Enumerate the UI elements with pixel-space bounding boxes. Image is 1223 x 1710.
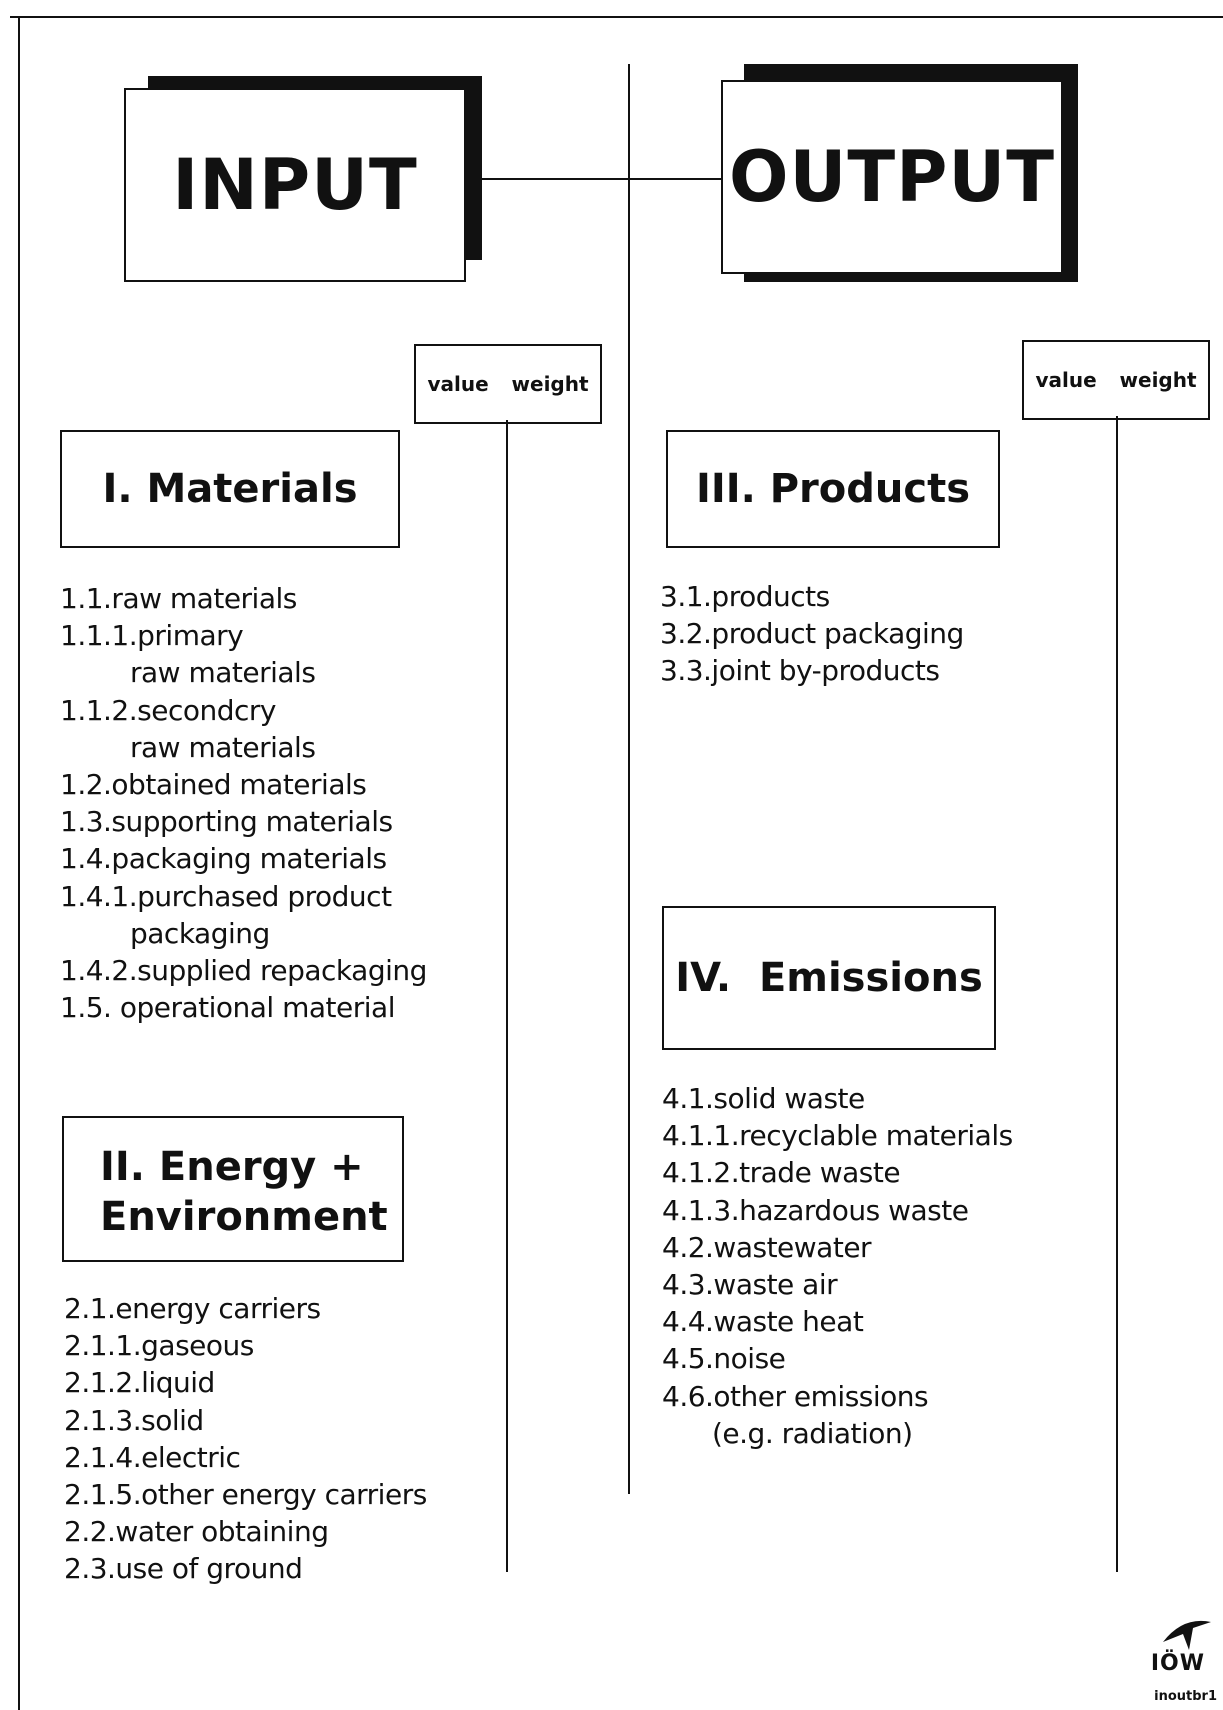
iow-logo-icon: [1163, 1620, 1211, 1650]
list-item: 2.1.2.liquid: [64, 1366, 215, 1400]
right-value-weight-header: value weight: [1022, 340, 1210, 420]
list-item: 2.1.5.other energy carriers: [64, 1478, 427, 1512]
list-item: 3.1.products: [660, 580, 830, 613]
list-item: 4.3.waste air: [662, 1268, 838, 1302]
energy-title-line2: Environment: [100, 1194, 388, 1240]
list-item: 1.1.2.secondcry: [60, 693, 276, 727]
emissions-title: IV. Emissions: [675, 955, 983, 1001]
energy-title-line1: II. Energy +: [100, 1144, 364, 1190]
output-label: OUTPUT: [729, 136, 1055, 218]
materials-list: 1.1.raw materials 1.1.1.primary raw mate…: [60, 580, 490, 1026]
list-item: 1.5. operational material: [60, 991, 395, 1025]
input-label: INPUT: [172, 144, 418, 226]
list-item: 4.1.2.trade waste: [662, 1156, 901, 1190]
energy-section-box: II. Energy + Environment: [62, 1116, 404, 1262]
left-value-weight-header: value weight: [414, 344, 602, 424]
center-divider: [628, 64, 630, 1494]
left-weight-label: weight: [511, 372, 589, 396]
products-list: 3.1.products 3.2.product packaging 3.3.j…: [660, 578, 1100, 690]
right-value-weight-line: [1116, 416, 1118, 1572]
list-item: 1.4.1.purchased product: [60, 879, 392, 913]
list-item: 4.1.1.recyclable materials: [662, 1119, 1013, 1153]
list-item: packaging: [130, 916, 270, 950]
input-box: INPUT: [124, 88, 466, 282]
emissions-list: 4.1.solid waste 4.1.1.recyclable materia…: [662, 1080, 1102, 1452]
left-value-label: value: [427, 372, 489, 396]
list-item: 1.2.obtained materials: [60, 768, 367, 802]
list-item: (e.g. radiation): [712, 1416, 913, 1450]
logo-text: IÖW: [1150, 1651, 1205, 1676]
list-item: 4.1.3.hazardous waste: [662, 1193, 969, 1227]
emissions-section-box: IV. Emissions: [662, 906, 996, 1050]
list-item: 4.1.solid waste: [662, 1082, 865, 1115]
list-item: 4.4.waste heat: [662, 1305, 864, 1339]
list-item: 4.5.noise: [662, 1342, 786, 1376]
right-weight-label: weight: [1119, 368, 1197, 392]
list-item: 4.6.other emissions: [662, 1379, 929, 1413]
output-box: OUTPUT: [721, 80, 1063, 274]
list-item: 2.1.4.electric: [64, 1440, 241, 1474]
list-item: 1.1.1.primary: [60, 619, 244, 653]
list-item: 2.1.energy carriers: [64, 1292, 321, 1325]
products-title: III. Products: [695, 466, 971, 512]
materials-section-box: I. Materials: [60, 430, 400, 548]
list-item: 1.3.supporting materials: [60, 805, 393, 839]
products-section-box: III. Products: [666, 430, 1000, 548]
energy-list: 2.1.energy carriers 2.1.1.gaseous 2.1.2.…: [64, 1290, 494, 1588]
right-value-label: value: [1035, 368, 1097, 392]
logo-code: inoutbr1: [1154, 1689, 1217, 1704]
list-item: 2.1.3.solid: [64, 1403, 204, 1437]
list-item: 1.1.raw materials: [60, 582, 297, 615]
list-item: 2.1.1.gaseous: [64, 1329, 254, 1363]
list-item: 1.4.packaging materials: [60, 842, 387, 876]
list-item: 1.4.2.supplied repackaging: [60, 954, 427, 988]
list-item: 2.2.water obtaining: [64, 1515, 329, 1549]
list-item: raw materials: [130, 730, 316, 764]
materials-title: I. Materials: [102, 466, 358, 512]
list-item: 4.2.wastewater: [662, 1230, 872, 1264]
list-item: 2.3.use of ground: [64, 1552, 303, 1586]
list-item: 3.3.joint by-products: [660, 654, 940, 688]
input-output-connector: [478, 178, 723, 180]
list-item: 3.2.product packaging: [660, 617, 964, 651]
frame-top-border: [10, 16, 1223, 18]
list-item: raw materials: [130, 656, 316, 690]
left-value-weight-line: [506, 420, 508, 1572]
frame-left-border: [18, 16, 20, 1710]
